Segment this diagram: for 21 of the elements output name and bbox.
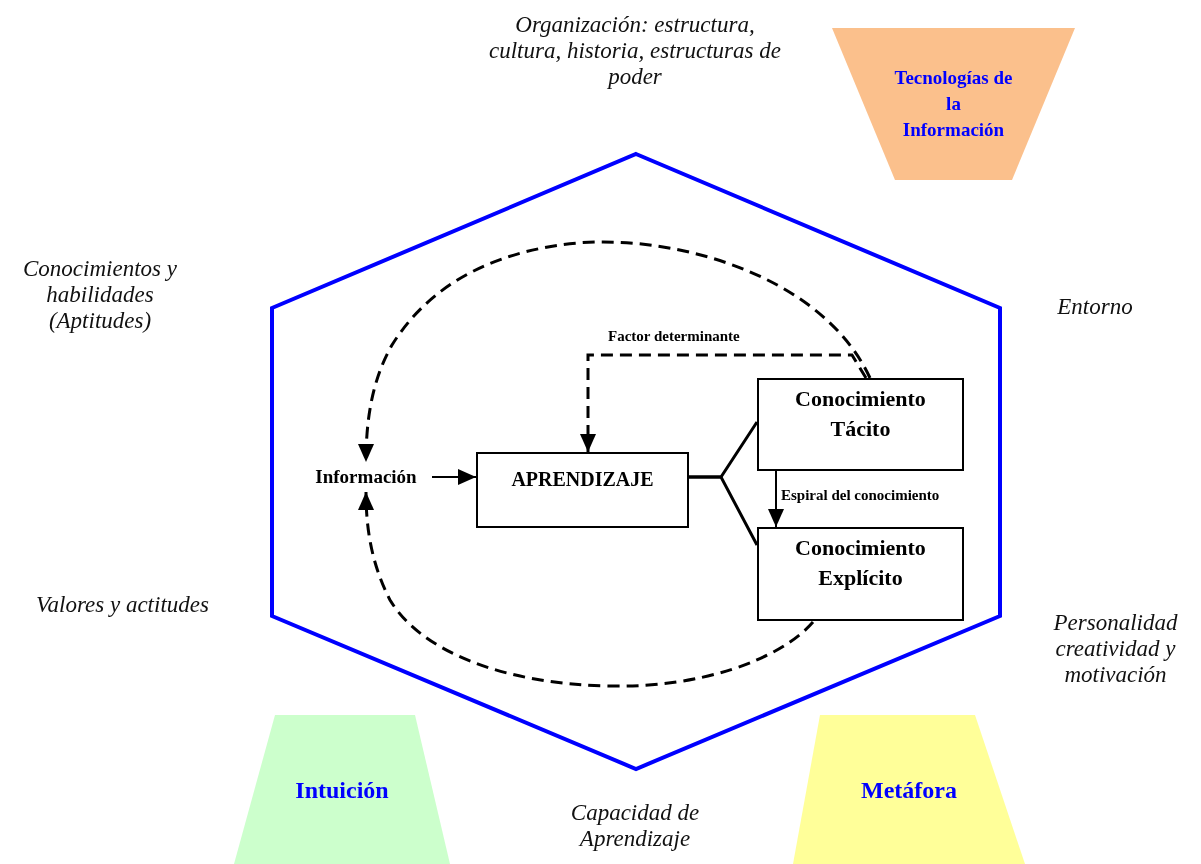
note-text: Valores y actitudes — [35, 592, 210, 618]
trapezoid-shape: Intuición — [234, 715, 450, 864]
dashed-arrow — [580, 353, 868, 452]
note-text: Personalidad creatividad y motivación — [1052, 610, 1179, 688]
node-text: Información — [300, 462, 432, 492]
trapezoid-shape: Tecnologías de la Información — [832, 28, 1075, 180]
connector-line — [689, 475, 759, 546]
note-text: Capacidad de Aprendizaje — [569, 800, 701, 852]
arrow — [431, 469, 477, 485]
hexagon-frame — [270, 152, 1002, 772]
note-text: Conocimientos y habilidades (Aptitudes) — [22, 256, 178, 334]
dashed-arrow — [358, 492, 815, 688]
process-box: Conocimiento Explícito — [757, 527, 964, 621]
process-box: APRENDIZAJE — [476, 452, 689, 528]
trapezoid-shape: Metáfora — [793, 715, 1025, 864]
note-text: Organización: estructura, cultura, historia, estructuras de poder — [488, 12, 782, 90]
edge-label: Espiral del conocimiento — [779, 487, 942, 504]
dashed-arrow — [358, 240, 872, 462]
arrow — [768, 470, 784, 528]
process-box: Conocimiento Tácito — [757, 378, 964, 471]
note-text: Entorno — [1056, 294, 1134, 320]
